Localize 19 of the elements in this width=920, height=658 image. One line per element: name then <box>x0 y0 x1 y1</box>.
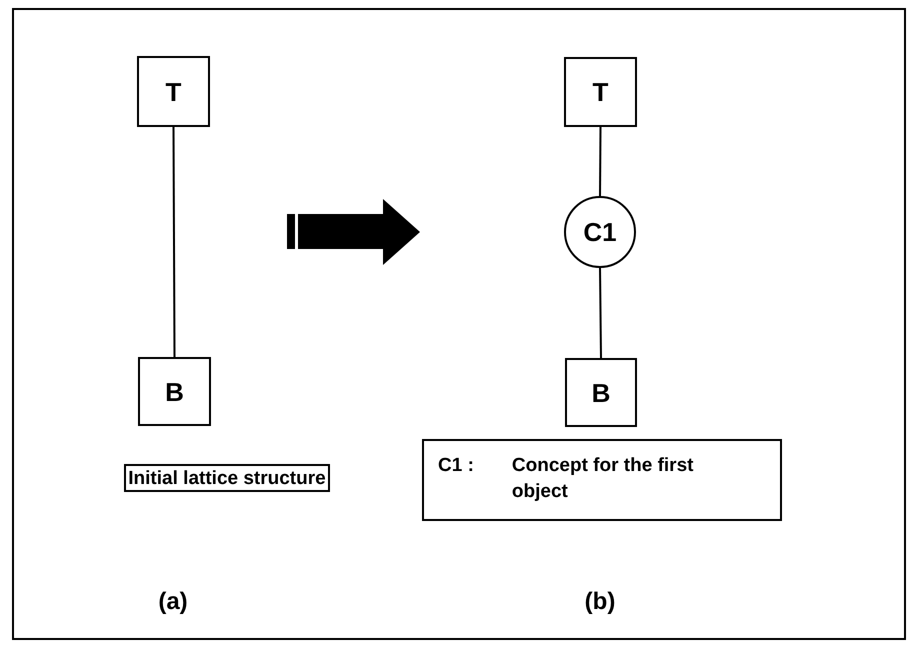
node-label: T <box>166 78 182 104</box>
top-node-box <box>137 56 210 127</box>
bottom-node-box <box>138 357 211 426</box>
panel-label: (a) <box>158 587 188 617</box>
connector-line <box>172 127 176 357</box>
node-label: B <box>165 378 184 404</box>
caption-box <box>124 464 330 492</box>
term-text: C1 : <box>438 454 474 478</box>
top-node-box <box>564 57 637 127</box>
node-label: T <box>592 79 608 105</box>
connector-line <box>599 127 602 196</box>
bottom-node-box <box>565 358 637 427</box>
node-label: C1 <box>583 219 617 245</box>
definition-box <box>422 439 782 521</box>
connector-line <box>599 268 602 358</box>
definition-text: Concept for the first object <box>512 454 694 504</box>
panel-label: (b) <box>584 587 616 617</box>
node-label: B <box>592 380 610 406</box>
caption-text: Initial lattice structure <box>128 468 326 488</box>
